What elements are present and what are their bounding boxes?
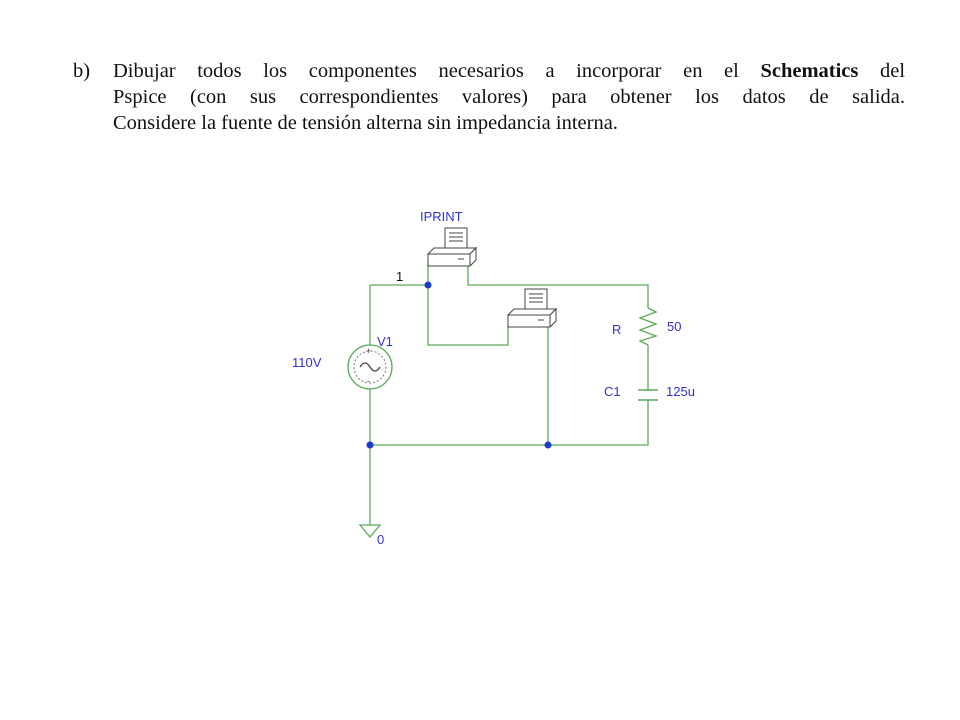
source-value-label: 110V — [292, 355, 322, 370]
question-label: b) — [73, 60, 91, 82]
ac-source-inner — [353, 350, 387, 384]
junction-dots — [366, 281, 552, 449]
ground-symbol — [358, 524, 382, 539]
capacitor-name-label: C1 — [604, 384, 621, 399]
ac-minus: - — [367, 376, 370, 386]
question-bold-term: Schematics — [760, 60, 859, 82]
question-line-1: Dibujar todos los componentes necesarios… — [113, 58, 905, 84]
ac-source-outer — [347, 344, 393, 390]
question-line-3: Considere la fuente de tensión alterna s… — [113, 112, 618, 134]
junction-bottom-middle — [544, 441, 552, 449]
capacitor-value-label: 125u — [666, 384, 695, 399]
iprint-probe-1 — [426, 227, 478, 267]
ac-source-symbol: + - — [347, 344, 393, 390]
source-name-label: V1 — [377, 334, 393, 349]
junction-bottom-left — [366, 441, 374, 449]
question-line-1-start: Dibujar todos los componentes necesarios… — [113, 60, 761, 82]
iprint-probe-2 — [506, 288, 558, 328]
ac-wave — [359, 362, 381, 372]
node-label: 1 — [396, 269, 403, 284]
wires — [369, 262, 649, 525]
ac-plus: + — [366, 346, 371, 356]
resistor-value-label: 50 — [667, 319, 681, 334]
wire-probe1-right-to-resistor — [467, 262, 649, 308]
question-text: Dibujar todos los componentes necesarios… — [113, 58, 905, 136]
wire-bottom-rail — [370, 400, 649, 446]
ground-label: 0 — [377, 532, 384, 547]
junction-node-1 — [424, 281, 432, 289]
wire-node1-down-to-probe2 — [427, 285, 509, 346]
resistor-name-label: R — [612, 322, 621, 337]
question-line-1-end: del — [858, 60, 906, 82]
probe-label: IPRINT — [420, 209, 463, 224]
capacitor-symbol — [638, 389, 658, 401]
question-line-2: Pspice (con sus correspondientes valores… — [113, 86, 905, 108]
resistor-symbol — [638, 307, 659, 346]
